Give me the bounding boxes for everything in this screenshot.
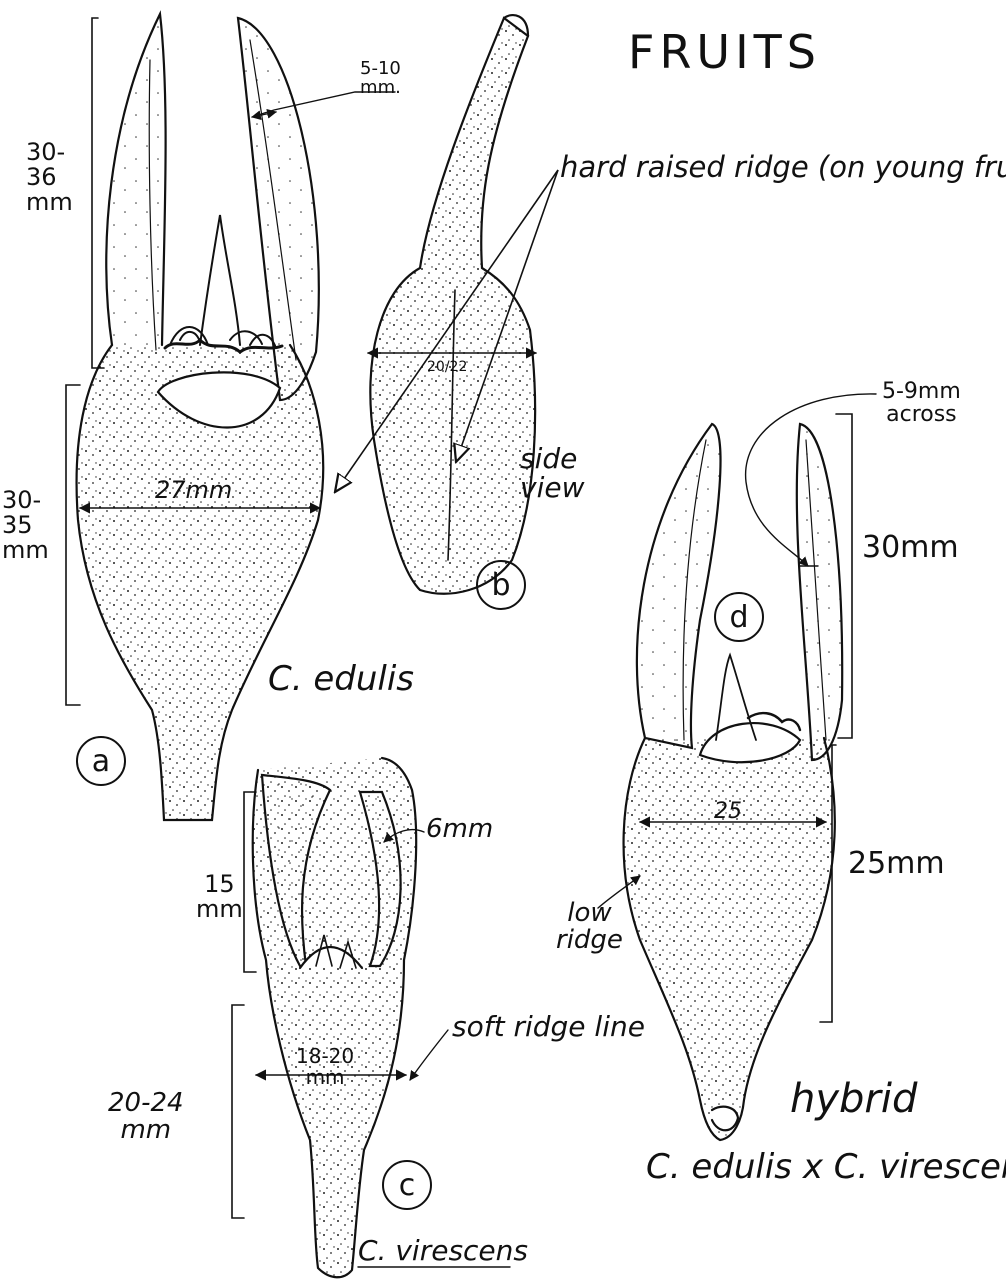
fruit-a-lobe-width: 5-10 mm. <box>360 60 401 98</box>
fruit-b-width: 20/22 <box>427 360 467 375</box>
diagram-title: FRUITS <box>628 28 821 76</box>
fruit-c-lobe-length: 15 mm <box>196 872 243 922</box>
fruit-a-drawing <box>66 14 395 820</box>
fruit-a-lobe-length-bracket <box>92 18 104 368</box>
fruit-a-lobe-length: 30- 36 mm <box>26 140 73 216</box>
fruit-c-letter: c <box>382 1160 432 1210</box>
fruit-a-body-length-bracket <box>66 385 80 705</box>
fruit-c-body-length-bracket <box>232 1005 244 1218</box>
fruit-c-species: C. virescens <box>358 1236 528 1265</box>
fruit-a-species: C. edulis <box>268 662 414 698</box>
fruit-c-width: 18-20 mm <box>296 1046 354 1088</box>
ridge-note: hard raised ridge (on young fruit) <box>560 152 1006 182</box>
fruit-c-lobe-width: 6mm <box>426 816 493 843</box>
fruit-a-letter: a <box>76 736 126 786</box>
fruit-d-width: 25 <box>714 800 742 823</box>
fruit-b-letter: b <box>476 560 526 610</box>
fruit-d-letter: d <box>714 592 764 642</box>
fruit-b-view: side view <box>520 444 584 503</box>
fruit-d-body-length: 25mm <box>848 848 945 880</box>
fruit-d-type-label: hybrid <box>790 1078 917 1120</box>
fruit-a-body-length: 30- 35 mm <box>2 488 49 564</box>
fruit-a-width: 27mm <box>155 478 232 503</box>
fruit-d-lobe-length: 30mm <box>862 532 959 564</box>
fruit-c-ridge-note: soft ridge line <box>452 1012 645 1041</box>
fruit-d-right-lobe <box>797 424 842 760</box>
fruit-a-right-lobe <box>238 18 319 400</box>
fruit-d-ridge-note: low ridge <box>556 900 623 955</box>
fruit-a-left-lobe <box>106 14 165 345</box>
fruit-d-cross-label: C. edulis x C. virescens <box>646 1150 1006 1186</box>
fruit-c-body-length: 20-24 mm <box>108 1090 184 1145</box>
fruit-d-left-lobe <box>637 424 721 748</box>
fruit-c-ridge-arrow <box>410 1030 448 1080</box>
fruit-d-lobe-width: 5-9mm across <box>882 380 961 426</box>
